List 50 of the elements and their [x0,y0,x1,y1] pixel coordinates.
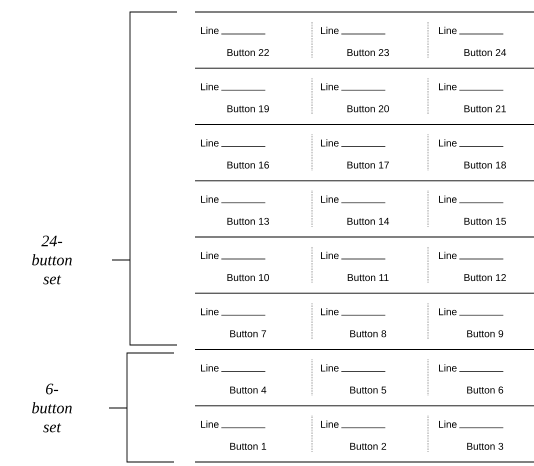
line-label: Line [439,196,457,203]
button-label: Button 7 [230,330,266,338]
line-label: Line [201,82,219,90]
button-label: Button 19 [227,105,269,112]
line-label: Line [439,308,457,316]
bracket-label: 24- button set [32,236,72,284]
line-label: Line [321,139,339,147]
line-label: Line [439,364,457,372]
button-label: Button 8 [350,330,386,338]
line-label: Line [321,420,339,428]
line-label: Line [321,308,339,316]
bracket-label: 6- button set [32,384,72,432]
button-label: Button 22 [227,49,269,56]
line-label: Line [321,196,339,203]
button-label: Button 16 [227,162,269,169]
line-label: Line [439,420,457,428]
button-label: Button 1 [230,442,266,450]
line-label: Line [439,26,457,34]
line-label: Line [321,26,339,34]
button-label: Button 20 [347,105,390,112]
button-label: Button 4 [230,386,266,394]
line-label: Line [201,26,219,34]
button-label: Button 10 [227,274,270,282]
button-label: Button 12 [464,274,506,282]
line-label: Line [321,82,339,90]
button-label: Button 14 [347,218,390,225]
button-label: Button 3 [467,442,504,450]
line-label: Line [201,420,219,428]
line-label: Line [321,252,339,260]
button-label: Button 13 [227,218,269,225]
button-label: Button 23 [347,49,389,56]
line-label: Line [201,196,219,203]
button-label: Button 11 [348,274,389,282]
button-label: Button 24 [464,49,506,56]
button-label: Button 18 [464,162,506,169]
line-label: Line [201,364,219,372]
button-label: Button 15 [464,218,506,225]
line-label: Line [439,252,457,260]
button-label: Button 6 [467,386,504,394]
line-label: Line [439,139,457,147]
line-label: Line [321,364,339,372]
button-label: Button 5 [350,386,386,394]
button-label: Button 9 [467,330,504,338]
line-label: Line [201,308,219,316]
button-label: Button 2 [350,442,386,450]
line-label: Line [439,82,457,90]
button-label: Button 17 [347,162,389,169]
line-label: Line [201,252,219,260]
button-label: Button 21 [464,105,506,112]
line-label: Line [201,139,219,147]
